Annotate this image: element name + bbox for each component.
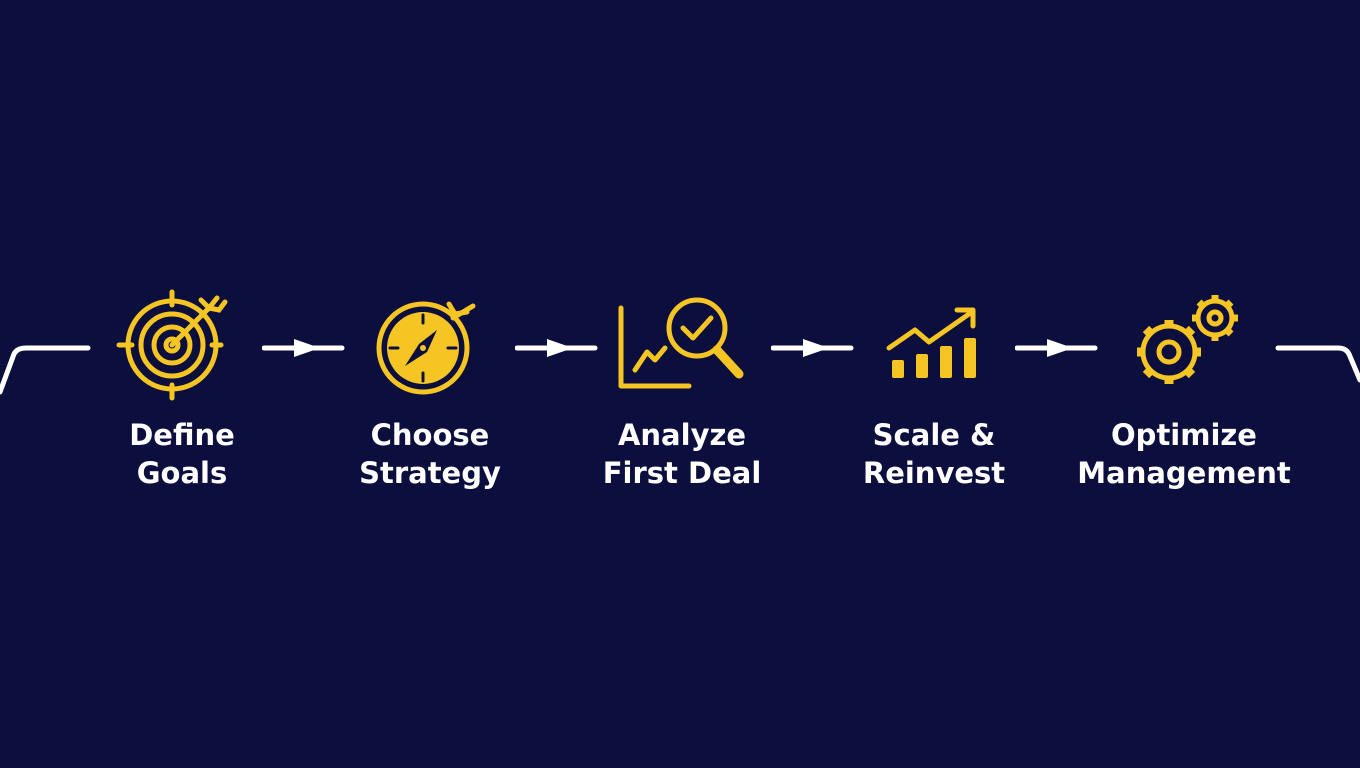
step-choose-strategy: Choose Strategy xyxy=(310,290,550,492)
step-label-line1: Choose xyxy=(370,418,490,452)
step-label-line1: Analyze xyxy=(617,418,747,452)
step-label-line2: Strategy xyxy=(359,456,501,490)
gears-icon xyxy=(1119,290,1249,400)
step-label: Scale & Reinvest xyxy=(863,416,1005,492)
step-define-goals: Define Goals xyxy=(62,289,302,492)
step-label: Choose Strategy xyxy=(359,416,501,492)
step-optimize-management: Optimize Management xyxy=(1064,290,1304,492)
arrow-connector xyxy=(514,336,599,360)
step-scale-reinvest: Scale & Reinvest xyxy=(814,290,1054,492)
step-label-line2: Reinvest xyxy=(862,456,1006,490)
step-label-line1: Optimize xyxy=(1111,418,1257,452)
step-label-line1: Define xyxy=(129,418,235,452)
step-label-line2: First Deal xyxy=(602,456,762,490)
arrow-connector xyxy=(261,336,346,360)
magnifier-chart-icon xyxy=(617,290,747,400)
step-label: Define Goals xyxy=(129,416,235,492)
left-edge-line xyxy=(0,345,91,395)
step-label: Analyze First Deal xyxy=(603,416,762,492)
growth-chart-icon xyxy=(869,290,999,400)
step-analyze-first-deal: Analyze First Deal xyxy=(562,290,802,492)
target-icon xyxy=(116,289,247,401)
step-label: Optimize Management xyxy=(1077,416,1290,492)
arrow-connector xyxy=(1014,336,1099,360)
arrow-connector xyxy=(770,336,855,360)
step-label-line1: Scale & xyxy=(872,418,996,452)
compass-icon xyxy=(365,290,495,400)
step-label-line2: Management xyxy=(1077,456,1291,490)
right-edge-line xyxy=(1275,345,1360,383)
step-label-line2: Goals xyxy=(136,456,228,490)
